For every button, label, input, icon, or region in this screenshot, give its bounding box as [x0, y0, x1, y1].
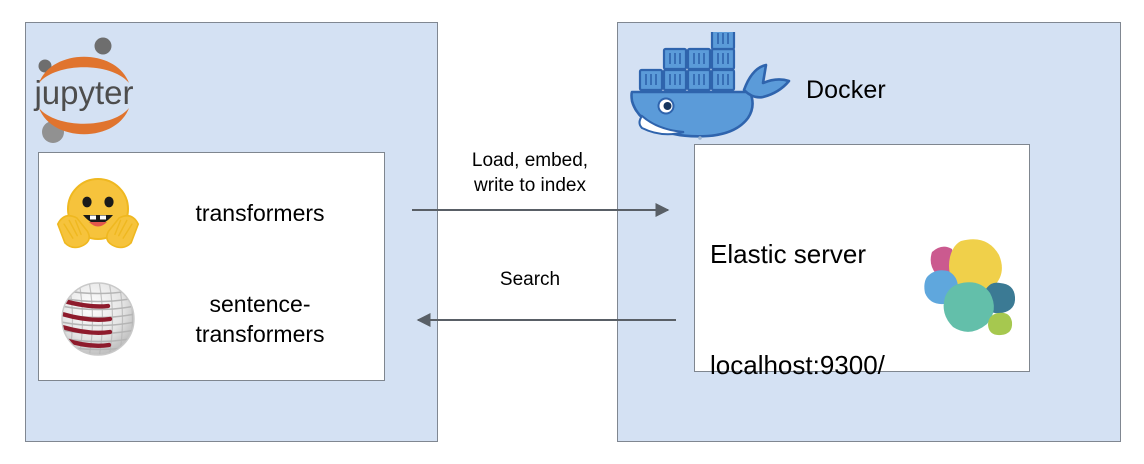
library-label-sentence-transformers: sentence- transformers [195, 290, 325, 347]
elastic-server-text: Elastic server localhost:9300/ index1 in… [710, 162, 885, 464]
docker-whale-icon [626, 32, 802, 148]
sentence-transformers-icon [52, 273, 144, 365]
elastic-logo-icon [906, 228, 1022, 344]
docker-label: Docker [806, 76, 886, 104]
jupyter-logo-icon: jupyter [32, 28, 144, 144]
list-item-transformers: transformers [52, 163, 372, 263]
hugging-face-icon [52, 167, 144, 259]
edge-label-search: Search [499, 269, 561, 290]
elastic-server-title: Elastic server [710, 239, 867, 269]
list-item-sentence-transformers: sentence- transformers [52, 266, 372, 371]
library-label-transformers: transformers [195, 200, 325, 226]
elastic-server-host: localhost:9300/ [710, 350, 885, 380]
elastic-index-1: index1 [710, 458, 885, 464]
jupyter-wordmark: jupyter [33, 74, 133, 111]
edge-label-load-embed-write: Load, embed, write to index [471, 150, 589, 196]
